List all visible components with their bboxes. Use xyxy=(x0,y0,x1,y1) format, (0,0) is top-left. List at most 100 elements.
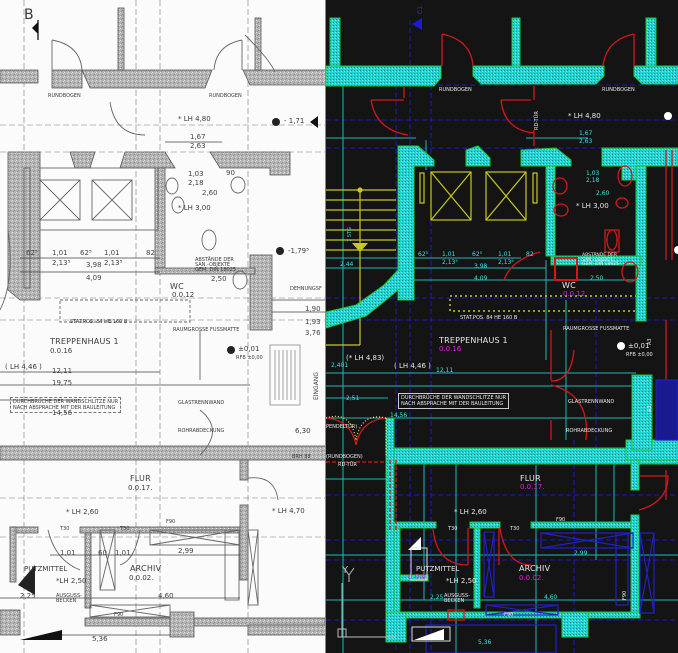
door-type-label: RD-TÜR xyxy=(534,111,540,130)
room-label-rundbogen-right: RUNDBOGEN xyxy=(209,93,242,99)
dimension-label: 2,50 xyxy=(590,275,604,282)
glass-partition-label: GLASTRENNWAND xyxy=(568,399,615,405)
dimension-label: 2,50 xyxy=(211,275,227,283)
dimension-label: 2,60 xyxy=(596,190,610,197)
dimension-label: 14,56 xyxy=(52,409,73,417)
ceiling-height-annotation: ( LH 4,46 ) xyxy=(394,362,431,370)
room-number-putzmittel: 0.0.0 xyxy=(408,573,426,581)
dimension-label: 12,11 xyxy=(52,367,73,375)
ceiling-height-annotation: * LH 3,00 xyxy=(178,204,211,212)
room-name-putzmittel: PUTZMITTEL xyxy=(24,565,68,573)
level-annotation: - 1,71 xyxy=(284,117,305,125)
level-annotation: -1,79⁵ xyxy=(288,247,309,255)
fire-rating-label: F90 xyxy=(114,612,124,618)
dimension-label: 2,63 xyxy=(190,142,206,150)
room-name-archiv: ARCHIV xyxy=(519,564,551,573)
dimension-label: 2,25 xyxy=(20,592,36,600)
dimension-label: 1,67 xyxy=(190,133,206,141)
room-name-treppenhaus: TREPPENHAUS 1 xyxy=(50,337,119,346)
room-label-rundbogen-left: RUNDBOGEN xyxy=(439,87,472,93)
ceiling-height-annotation: * LH 2,60 xyxy=(66,508,99,516)
level-annotation: ±0,01 xyxy=(238,345,260,353)
entrance-label: EINGANG xyxy=(313,372,320,400)
ceiling-height-annotation: * LH 4,70 xyxy=(272,507,305,515)
dimension-label: 4,09 xyxy=(86,274,102,282)
floor-reference-label: RFB ±0,00 xyxy=(236,355,263,361)
dimension-label: 6,30 xyxy=(295,427,311,435)
door-type-label: RD-TÜR xyxy=(338,462,357,468)
ucs-axis-icon xyxy=(337,567,396,638)
dimension-label: 5,36 xyxy=(92,635,108,643)
dimension-label: 2,18 xyxy=(586,177,600,184)
dimension-label: 4,60 xyxy=(544,594,558,601)
dimension-label: 12,11 xyxy=(436,367,454,374)
floor-reference-label: RFB ±0,00 xyxy=(626,352,653,358)
dimension-label: 5,36 xyxy=(478,639,492,646)
dimension-label: 1,01 xyxy=(104,249,120,257)
dimension-label: 2,18 xyxy=(188,179,204,187)
dimension-label: 1,01 xyxy=(52,249,68,257)
axis-label: A3 xyxy=(647,338,653,345)
wall-slot-note: DURCHBRÜCHE DER WANDSCHLITZE NUR NACH AB… xyxy=(10,397,122,413)
doormat-label: RAUMGROSSE FUSSMATTE xyxy=(173,327,240,333)
dimension-label: 14,56 xyxy=(390,412,408,419)
glass-partition-label: GLASTRENNWAND xyxy=(178,400,225,406)
dimension-label: 2,44 xyxy=(340,261,354,268)
dimension-label: 1,90 xyxy=(305,305,321,313)
dimension-label: 1,01 xyxy=(498,251,512,258)
parapet-height-label: BRH 88 xyxy=(292,454,311,460)
wall-slot-note: DURCHBRÜCHE DER WANDSCHLITZE NUR NACH AB… xyxy=(398,393,510,409)
dimension-label: 3,98 xyxy=(474,263,488,270)
dimension-label: 2,99 xyxy=(178,547,194,555)
dimension-label: 62⁵ xyxy=(472,251,483,258)
room-label-rundbogen-left: RUNDBOGEN xyxy=(48,93,81,99)
dimension-label: 2,60 xyxy=(202,189,218,197)
dimension-label: 2,401 xyxy=(331,362,349,369)
dimension-label: 90 xyxy=(226,169,235,177)
ceiling-height-annotation: *LH 2,50 xyxy=(56,577,87,585)
dimension-label: 62⁵ xyxy=(418,251,429,258)
expansion-joint-label: DEHNUNGSF xyxy=(290,286,322,292)
doormat-label: RAUMGROSSE FUSSMATTE xyxy=(563,326,630,332)
door-rating-label: T30 xyxy=(510,526,520,532)
dimension-label: 1,03 xyxy=(188,170,204,178)
dimension-label: 2,13⁵ xyxy=(52,259,71,267)
ceiling-height-annotation: * LH 2,60 xyxy=(454,508,487,516)
room-number-archiv: 0.0.02. xyxy=(519,574,544,582)
dimension-label: 1,67 xyxy=(579,130,593,137)
dimension-label: 2,13⁵ xyxy=(104,259,123,267)
dimension-label: 3,76 xyxy=(305,329,321,337)
fire-rating-label: F90 xyxy=(504,612,514,618)
scanned-plan-panel: B RUNDBOGEN RUNDBOGEN * LH 4,80 - 1,71 1… xyxy=(0,0,326,653)
dimension-label: 2,13⁵ xyxy=(498,259,514,266)
ceiling-height-annotation: * LH 3,00 xyxy=(576,202,609,210)
fire-rating-label: F90 xyxy=(166,519,176,525)
ceiling-height-annotation: (* LH 4,83) xyxy=(346,354,385,362)
dimension-label: 1,01 xyxy=(60,549,76,557)
cad-plan-drawing xyxy=(326,17,678,653)
room-number-flur: 0.0.17. xyxy=(520,483,545,491)
dimension-label: 1,03 xyxy=(586,170,600,177)
axis-label: A3 xyxy=(647,405,653,412)
stair-step-count: 7 STG xyxy=(347,227,353,242)
dimension-label: 60 xyxy=(98,549,107,557)
cad-plan-panel: C1 RUNDBOGEN RUNDBOGEN RD-TÜR * LH 4,80 … xyxy=(326,0,678,653)
pipe-cover-label: ROHRABDECKUNG xyxy=(178,428,225,434)
utility-sink-label: AUSGUSS- BECKEN xyxy=(444,593,470,604)
room-name-wc: WC xyxy=(562,281,576,290)
section-marker-label: B xyxy=(24,7,34,23)
dimension-label: 3,98 xyxy=(86,261,102,269)
door-rating-label: T30 xyxy=(60,526,70,532)
utility-sink-label: AUSGUSS- BECKEN xyxy=(56,593,82,604)
ceiling-height-annotation: * LH 4,80 xyxy=(178,115,211,123)
dimension-label: 19,75 xyxy=(52,379,73,387)
panel-divider xyxy=(325,0,326,653)
room-name-archiv: ARCHIV xyxy=(130,564,162,573)
level-annotation: ±0,01 xyxy=(628,342,650,350)
door-rating-label: T30 xyxy=(120,526,130,532)
ceiling-height-annotation: ( LH 4,46 ) xyxy=(5,363,42,371)
room-name-putzmittel: PUTZMITTEL xyxy=(416,565,460,573)
dimension-label: 4,60 xyxy=(158,592,174,600)
fire-rating-label: F90 xyxy=(622,590,628,600)
